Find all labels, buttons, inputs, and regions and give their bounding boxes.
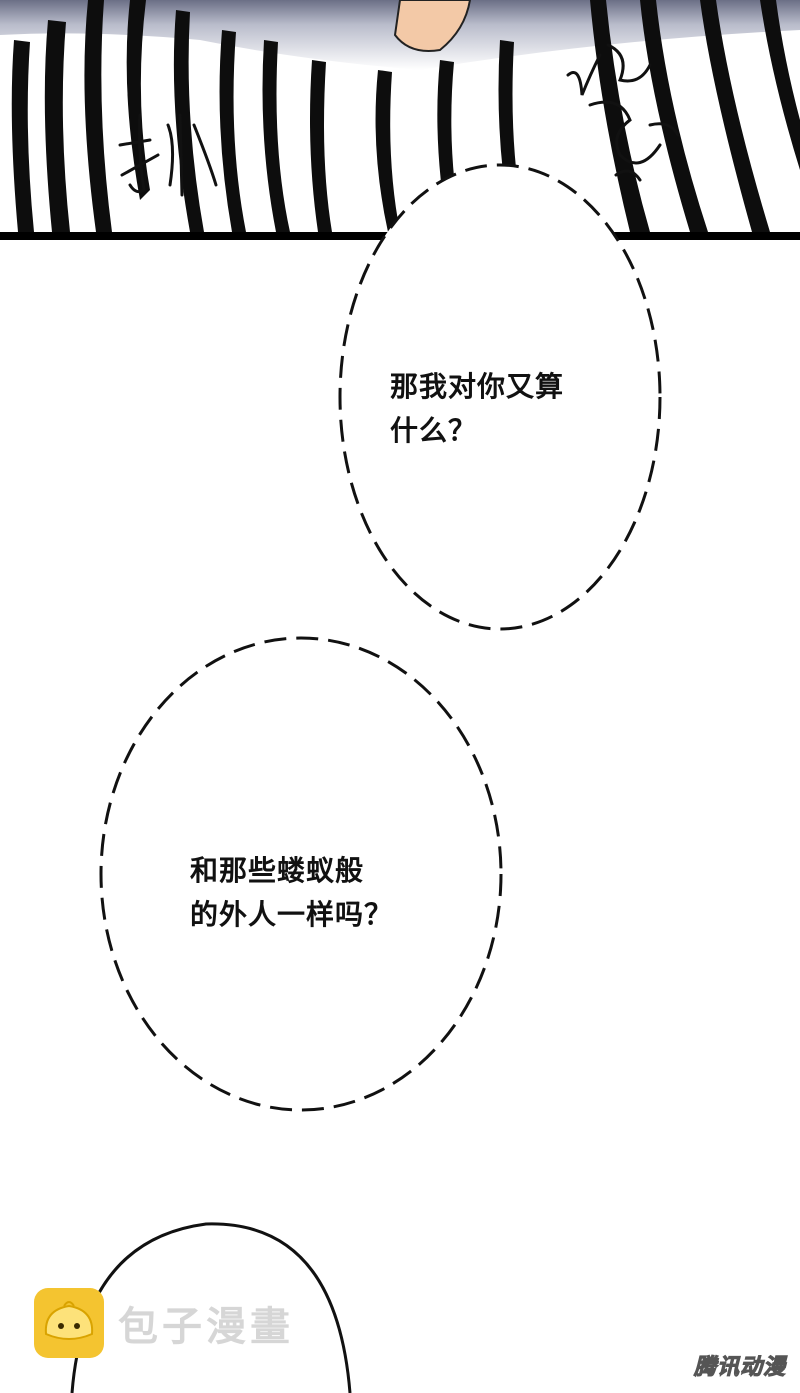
watermark: 包子漫畫 bbox=[34, 1288, 294, 1358]
top-panel-artwork bbox=[0, 0, 800, 240]
speech-bubble-2-outline bbox=[99, 636, 503, 1112]
corner-logo: 腾讯动漫 bbox=[693, 1355, 786, 1381]
striped-clothing-art bbox=[0, 0, 800, 240]
speech-bubble-2: 和那些蝼蚁般 的外人一样吗？ bbox=[95, 632, 507, 1116]
speech-bubble-1-outline bbox=[338, 163, 662, 631]
watermark-text: 包子漫畫 bbox=[118, 1304, 294, 1350]
speech-bubble-1-text: 那我对你又算 什么？ bbox=[390, 370, 565, 447]
speech-bubble-2-text: 和那些蝼蚁般 的外人一样吗？ bbox=[190, 854, 394, 931]
sfx-tight-lettering bbox=[566, 43, 680, 182]
speech-bubble-1: 那我对你又算 什么？ bbox=[335, 160, 665, 635]
sfx-grab-lettering bbox=[118, 113, 218, 197]
bun-mascot-icon bbox=[34, 1288, 104, 1358]
